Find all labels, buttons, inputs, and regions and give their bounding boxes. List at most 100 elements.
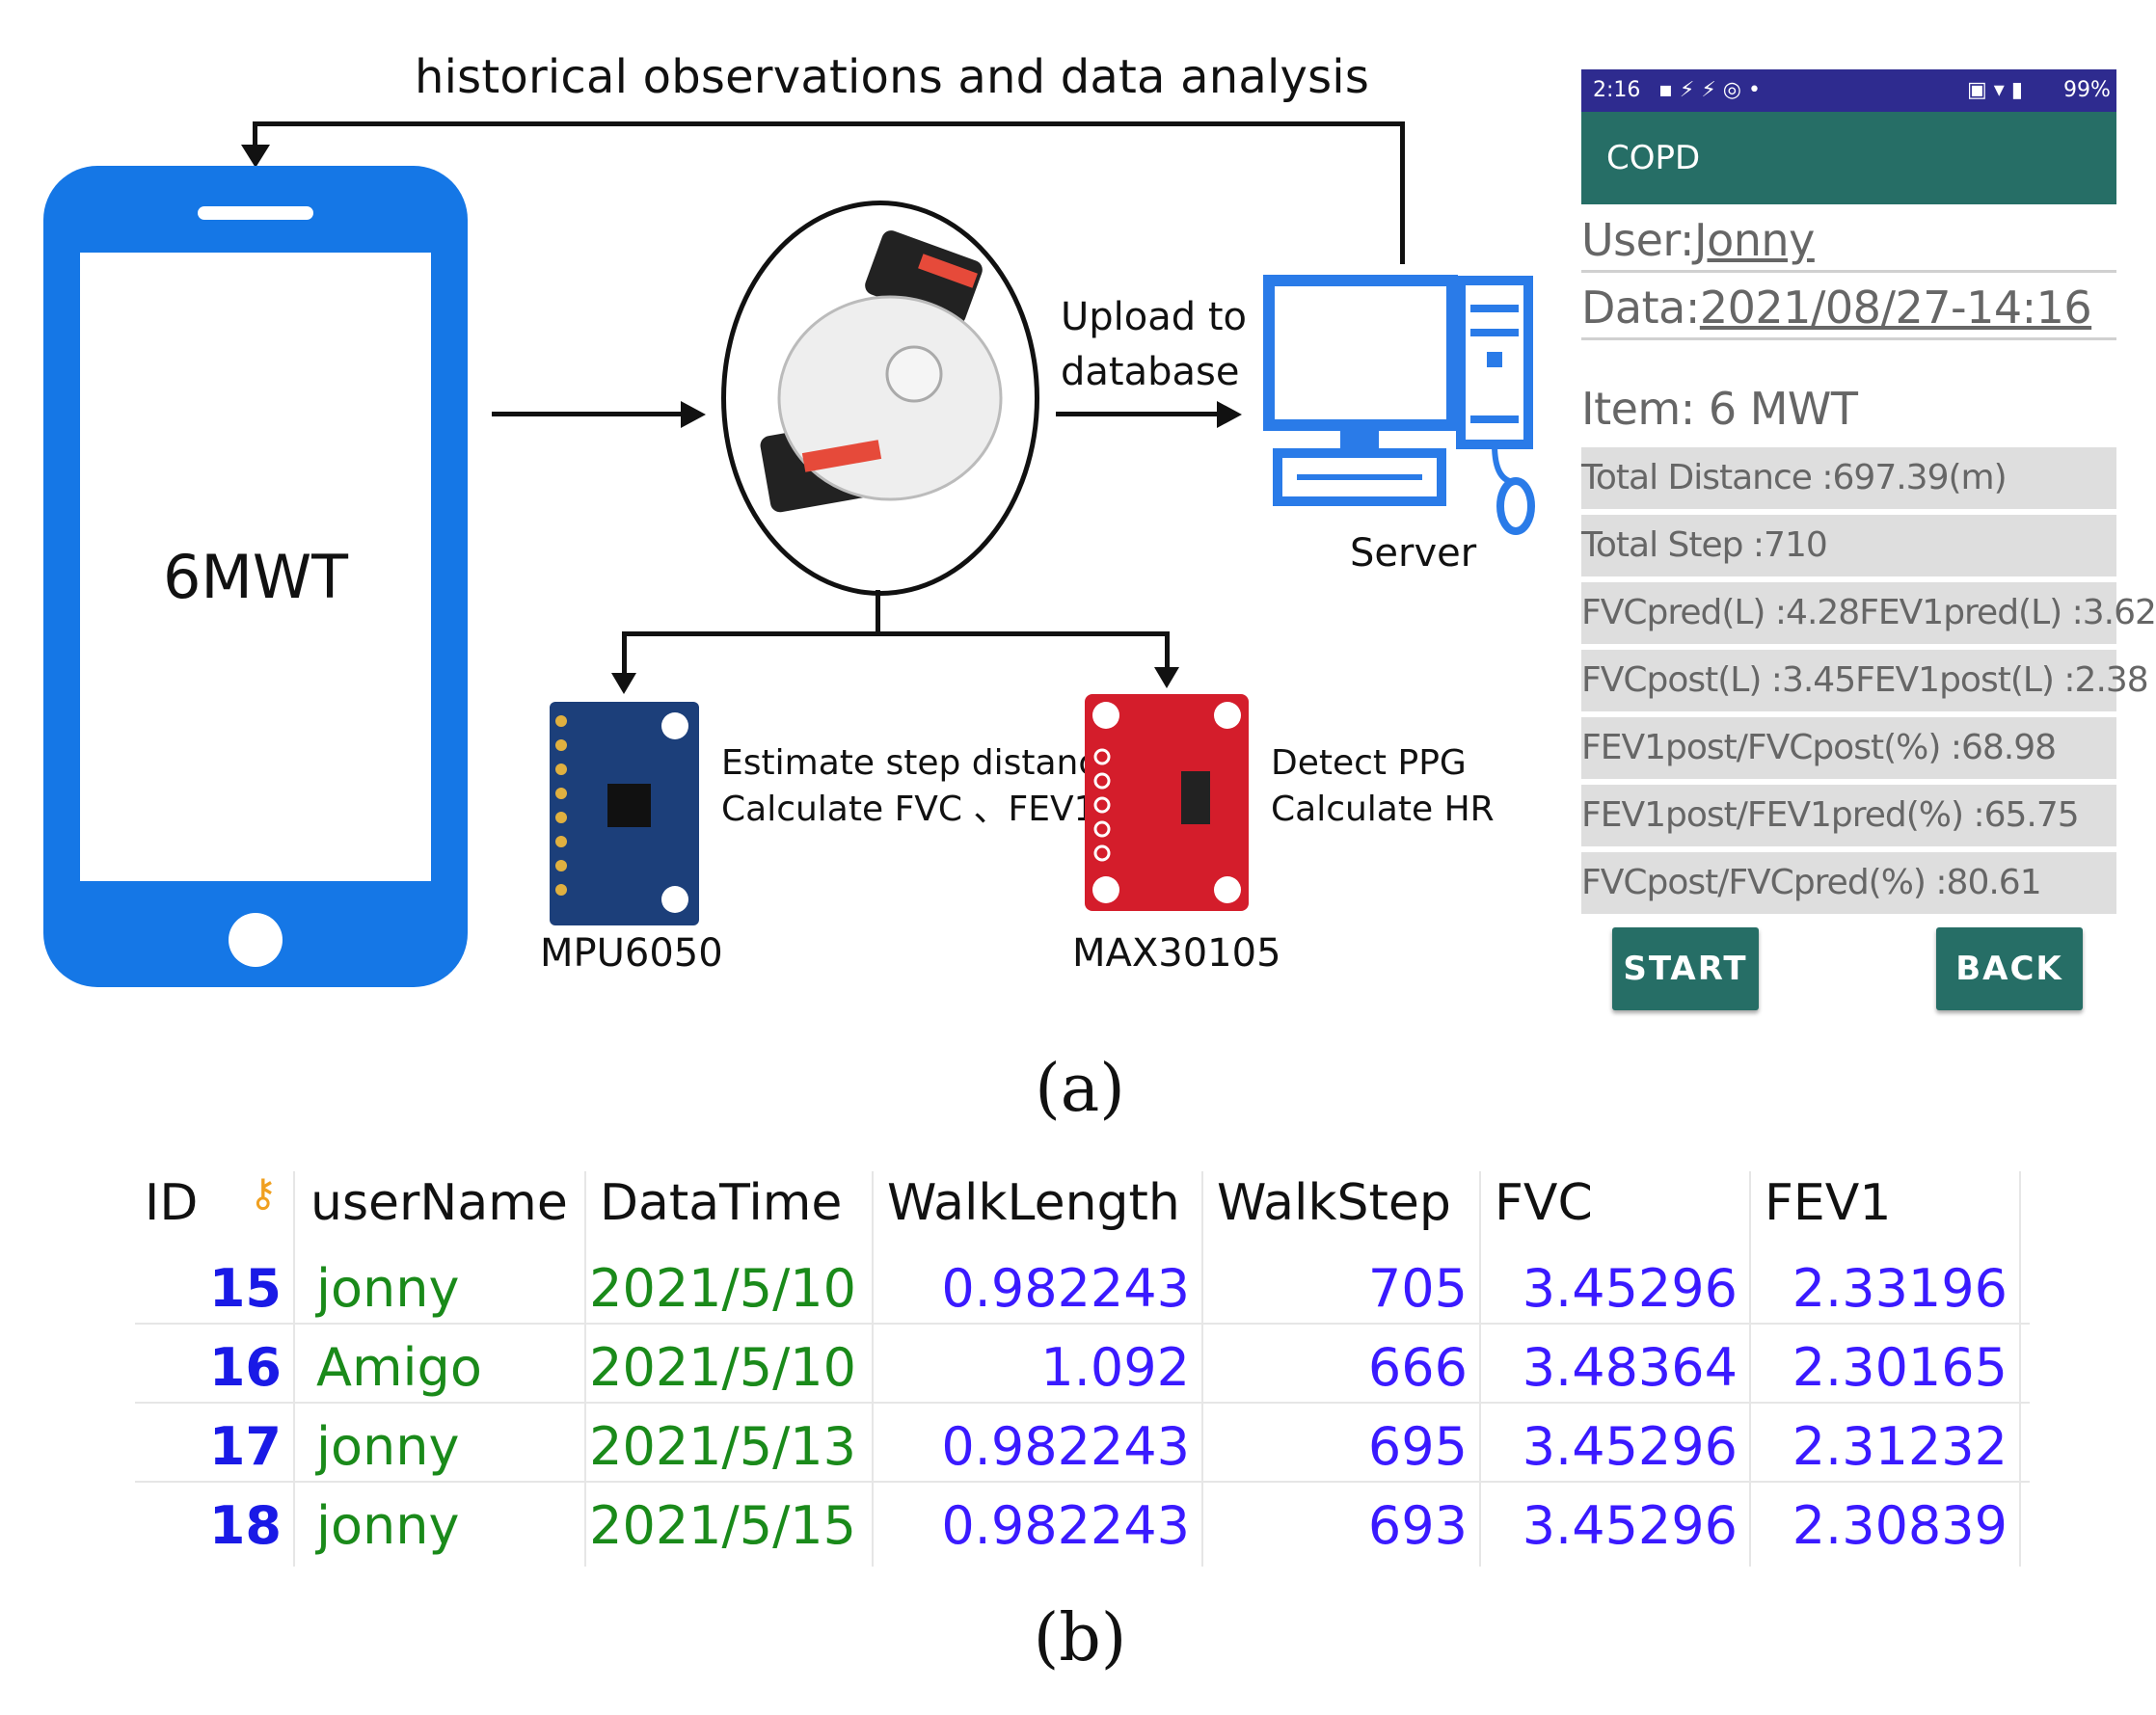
signal-battery-icon: ▣ ▾ ▮ — [1967, 78, 2023, 102]
cell-fvc: 3.45296 — [1522, 1416, 1738, 1477]
cell-walklength: 0.982243 — [941, 1258, 1190, 1319]
cell-walkstep: 695 — [1367, 1416, 1468, 1477]
result-row: FVCpred(L) :4.28FEV1pred(L) :3.62 — [1581, 582, 2156, 644]
branch-line-right — [1165, 631, 1170, 672]
result-row: FEV1post/FEV1pred(%) :65.75 — [1581, 785, 2116, 846]
wearable-device-icon — [760, 230, 1003, 513]
cell-id: 17 — [208, 1416, 282, 1477]
phone-home-button — [229, 913, 283, 967]
result-row: FVCpost/FVCpred(%) :80.61 — [1581, 852, 2116, 914]
start-button[interactable]: START — [1612, 927, 1759, 1010]
max30105-desc-line2: Calculate HR — [1271, 790, 1495, 829]
arrow-phone-device-shaft — [492, 412, 685, 416]
row-divider — [135, 1402, 2030, 1404]
header-datatime: DataTime — [600, 1174, 843, 1232]
user-label: User: — [1581, 214, 1695, 266]
caption-a: (a) — [1035, 1051, 1125, 1127]
col-divider — [1201, 1171, 1203, 1567]
row-divider — [135, 1481, 2030, 1483]
phone-screen: 6MWT — [80, 253, 431, 881]
feedback-line-top — [253, 121, 1405, 126]
copd-app-screen: 2:16 ▪ ⚡ ⚡ ◎ • ▣ ▾ ▮ 99% COPD User:Jonny… — [1581, 69, 2156, 1024]
feedback-arrowhead — [241, 145, 270, 168]
branch-line-horizontal — [622, 631, 1170, 636]
header-walklength: WalkLength — [887, 1174, 1180, 1232]
cell-walklength: 0.982243 — [941, 1495, 1190, 1556]
android-status-bar: 2:16 ▪ ⚡ ⚡ ◎ • ▣ ▾ ▮ 99% — [1581, 69, 2116, 112]
historical-analysis-label: historical observations and data analysi… — [415, 50, 1370, 104]
result-row: Total Step :710 — [1581, 515, 2116, 576]
user-value: Jonny — [1694, 214, 1815, 266]
max30105-desc-line1: Detect PPG — [1271, 743, 1467, 783]
arrow-device-server-shaft — [1056, 412, 1222, 416]
col-divider — [1479, 1171, 1481, 1567]
cell-id: 16 — [208, 1337, 282, 1398]
header-walkstep: WalkStep — [1217, 1174, 1451, 1232]
col-divider — [872, 1171, 874, 1567]
cell-datatime: 2021/5/15 — [589, 1495, 856, 1556]
feedback-line-down — [253, 121, 257, 150]
mpu6050-label: MPU6050 — [540, 931, 723, 976]
caption-b: (b) — [1033, 1600, 1127, 1676]
cell-datatime: 2021/5/13 — [589, 1416, 856, 1477]
wearable-device-oval — [721, 201, 1039, 596]
branch-line-vertical — [876, 590, 880, 634]
app-toolbar: COPD — [1581, 112, 2116, 204]
header-id: ID — [145, 1174, 199, 1232]
date-label: Data: — [1581, 281, 1700, 334]
server-icon — [1263, 275, 1538, 535]
col-divider — [584, 1171, 586, 1567]
branch-arrowhead-right — [1154, 667, 1179, 688]
back-button[interactable]: BACK — [1936, 927, 2083, 1010]
result-row: FVCpost(L) :3.45FEV1post(L) :2.38 — [1581, 650, 2149, 711]
cell-fvc: 3.45296 — [1522, 1258, 1738, 1319]
max30105-label: MAX30105 — [1072, 931, 1281, 976]
branch-line-left — [622, 631, 627, 678]
cell-fvc: 3.48364 — [1522, 1337, 1738, 1398]
cell-datatime: 2021/5/10 — [589, 1337, 856, 1398]
upload-label-line1: Upload to — [1061, 295, 1248, 339]
header-fvc: FVC — [1495, 1174, 1593, 1232]
cell-fev1: 2.30839 — [1792, 1495, 2008, 1556]
header-fev1: FEV1 — [1765, 1174, 1892, 1232]
cell-id: 18 — [208, 1495, 282, 1556]
branch-arrowhead-left — [611, 673, 636, 694]
date-value: 2021/08/27-14:16 — [1699, 281, 2092, 334]
cell-walkstep: 705 — [1367, 1258, 1468, 1319]
primary-key-icon: ⚷ — [249, 1171, 278, 1216]
col-divider — [2019, 1171, 2021, 1567]
cell-fev1: 2.33196 — [1792, 1258, 2008, 1319]
col-divider — [293, 1171, 295, 1567]
header-username: userName — [310, 1174, 568, 1232]
app-title: COPD — [1606, 139, 1701, 177]
cell-fev1: 2.31232 — [1792, 1416, 2008, 1477]
cell-username: jonny — [316, 1416, 460, 1477]
cell-walklength: 1.092 — [1040, 1337, 1190, 1398]
row-divider — [135, 1323, 2030, 1325]
phone-6mwt-label: 6MWT — [162, 542, 349, 612]
mpu6050-desc-line2: Calculate FVC 、FEV1 — [721, 790, 1096, 829]
status-time: 2:16 — [1593, 78, 1641, 102]
user-field: User:Jonny — [1581, 214, 2116, 273]
cell-walkstep: 693 — [1367, 1495, 1468, 1556]
cell-username: jonny — [316, 1258, 460, 1319]
cell-walklength: 0.982243 — [941, 1416, 1190, 1477]
cell-username: jonny — [316, 1495, 460, 1556]
status-battery: 99% — [2063, 78, 2111, 102]
col-divider — [1749, 1171, 1751, 1567]
max30105-board-image — [1085, 694, 1249, 911]
smartphone-icon: 6MWT — [43, 166, 468, 987]
upload-label-line2: database — [1061, 350, 1240, 394]
result-row: Total Distance :697.39(m) — [1581, 447, 2116, 509]
phone-speaker — [198, 206, 313, 220]
cell-walkstep: 666 — [1367, 1337, 1468, 1398]
date-field: Data:2021/08/27-14:16 — [1581, 281, 2116, 340]
item-label: Item: 6 MWT — [1581, 383, 1858, 435]
result-row: FEV1post/FVCpost(%) :68.98 — [1581, 717, 2116, 779]
cell-username: Amigo — [316, 1337, 482, 1398]
arrow-phone-device-head — [681, 401, 706, 428]
cell-fev1: 2.30165 — [1792, 1337, 2008, 1398]
cell-datatime: 2021/5/10 — [589, 1258, 856, 1319]
mpu6050-desc-line1: Estimate step distance — [721, 743, 1119, 783]
cell-id: 15 — [208, 1258, 282, 1319]
